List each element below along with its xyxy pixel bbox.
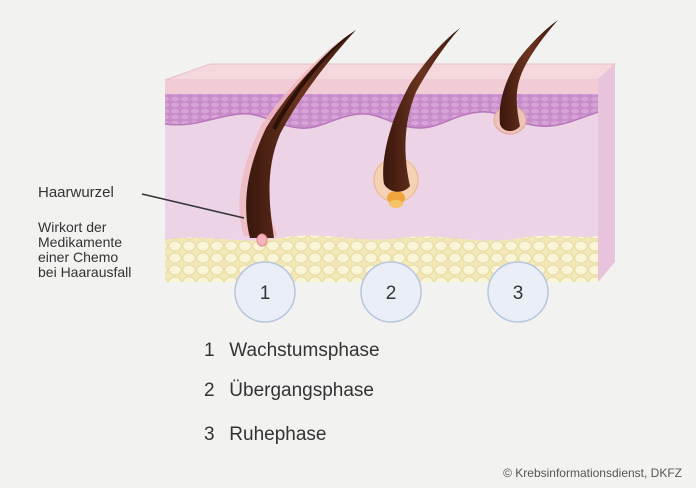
site-line: Wirkort der [38, 219, 107, 235]
legend-text: Wachstumsphase [229, 340, 380, 361]
skin-side-face [598, 64, 615, 282]
phase-marker-1-label: 1 [260, 283, 271, 304]
root-pointer-line [141, 193, 245, 219]
epidermis-layer [165, 80, 598, 94]
phase-marker-2-label: 2 [386, 283, 397, 304]
legend-number: 1 [204, 340, 215, 361]
legend-text: Ruhephase [229, 424, 327, 445]
hair-growth-phase [239, 30, 356, 247]
phase-marker-1: 1 [234, 261, 296, 323]
phase-marker-3: 3 [487, 261, 549, 323]
legend-number: 3 [204, 424, 215, 445]
legend-item-growth: 1 Wachstumsphase [204, 340, 380, 362]
site-of-action-label: Wirkort der Medikamente einer Chemo bei … [38, 220, 158, 280]
hair-resting-phase [493, 20, 558, 135]
root-label: Haarwurzel [38, 184, 114, 201]
legend-number: 2 [204, 380, 215, 401]
copyright-notice: © Krebsinformationsdienst, DKFZ [503, 466, 682, 480]
legend-item-resting: 3 Ruhephase [204, 424, 326, 446]
skin-top-face [164, 63, 617, 81]
site-line: Medikamente [38, 234, 123, 250]
hair-transition-phase [373, 28, 460, 208]
phase-marker-3-label: 3 [513, 283, 524, 304]
epidermis-band-edge [164, 111, 599, 129]
legend-item-transition: 2 Übergangsphase [204, 380, 374, 402]
site-line: bei Haarausfall [38, 264, 132, 280]
site-line: einer Chemo [38, 249, 119, 265]
legend-text: Übergangsphase [229, 380, 374, 401]
phase-marker-2: 2 [360, 261, 422, 323]
